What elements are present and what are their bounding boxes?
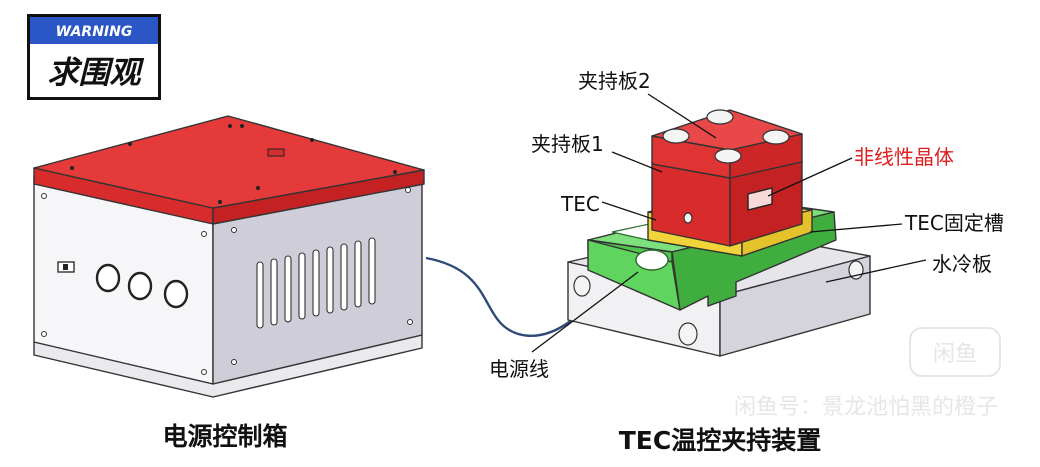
label-clamp-plate-2: 夹持板2 <box>578 69 651 93</box>
label-water-plate: 水冷板 <box>932 252 992 276</box>
tec-slot-hole <box>635 249 669 271</box>
label-nonlinear-crystal: 非线性晶体 <box>854 145 954 169</box>
leader-nonlinear-crystal <box>767 157 853 197</box>
lid-slot <box>267 148 285 157</box>
badge-top-band <box>30 17 158 44</box>
leader-tec-slot <box>809 223 903 233</box>
caption-tec-clamp-device: TEC温控夹持装置 <box>619 426 821 455</box>
warning-badge: WARNING 求围观 <box>27 14 161 100</box>
watermark-logo: 闲鱼 <box>933 342 977 367</box>
badge-warning-text: WARNING <box>56 24 133 40</box>
connector-port-2 <box>127 271 153 301</box>
leader-clamp-plate-2 <box>647 93 717 139</box>
watermark-logo-frame <box>909 327 1001 377</box>
top-hole-4 <box>714 148 742 164</box>
tec-clamp-assembly <box>567 109 871 357</box>
leader-lines <box>531 93 927 353</box>
label-tec: TEC <box>560 192 600 216</box>
water-plate-hole-left <box>573 275 591 297</box>
badge-main-text: 求围观 <box>48 55 145 91</box>
top-hole-3 <box>762 129 790 145</box>
crystal-window <box>747 187 773 211</box>
label-power-cable: 电源线 <box>489 357 549 381</box>
top-hole-1 <box>706 109 734 125</box>
leader-power-cable <box>531 271 639 353</box>
watermark-text: 闲鱼号：景龙池怕黑的橙子 <box>734 395 998 420</box>
label-tec-slot: TEC固定槽 <box>904 211 1004 235</box>
water-plate-hole-front <box>678 322 698 346</box>
top-hole-2 <box>662 128 690 144</box>
caption-power-control-box: 电源控制箱 <box>162 422 287 451</box>
connector-port-3 <box>163 279 189 309</box>
leader-tec <box>601 201 657 221</box>
label-clamp-plate-1: 夹持板1 <box>531 132 604 156</box>
leader-clamp-plate-1 <box>611 151 663 173</box>
vent-slots <box>256 237 376 329</box>
badge-bottom-band <box>30 44 158 97</box>
power-control-box <box>33 115 425 398</box>
box-lid-top <box>33 115 425 209</box>
clamp-plate-1-hole <box>683 212 693 224</box>
leader-water-plate <box>825 259 927 283</box>
watermark: 闲鱼 闲鱼号：景龙池怕黑的橙子 <box>734 327 1001 420</box>
connector-port-1 <box>95 263 121 293</box>
